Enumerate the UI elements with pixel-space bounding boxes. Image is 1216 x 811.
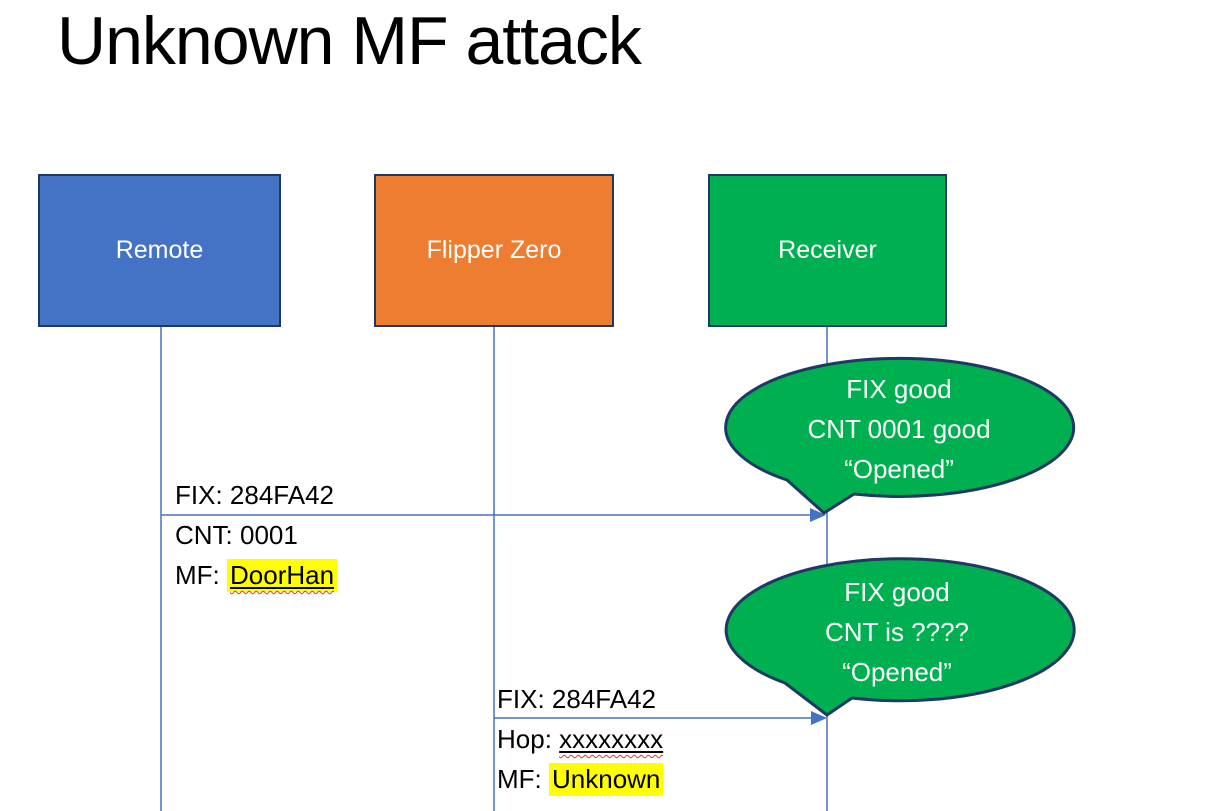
actor-box-flipper-zero: Flipper Zero (374, 174, 614, 327)
message-1-fix-text: FIX: 284FA42 (175, 480, 334, 510)
message-2-hop-row: Hop: xxxxxxxx (497, 719, 663, 759)
callout-2-line-3: “Opened” (842, 657, 952, 687)
callout-2-line-2: CNT is ???? (824, 617, 970, 647)
message-1-mf-value-highlighted: DoorHan (227, 559, 338, 592)
actor-label-flipper-zero: Flipper Zero (426, 236, 562, 264)
message-1-mf-prefix: MF: (175, 560, 227, 590)
message-2-hop-value: xxxxxxxx (559, 724, 664, 754)
actor-box-remote: Remote (38, 174, 281, 327)
actor-box-receiver: Receiver (708, 174, 947, 327)
callout-1-line-2: CNT 0001 good (807, 414, 991, 444)
message-1-fix-row: FIX: 284FA42 (175, 475, 337, 515)
callout-1-line-3: “Opened” (844, 454, 954, 484)
message-2-fix-row: FIX: 284FA42 (497, 679, 663, 719)
message-1-cnt-row: CNT: 0001 (175, 515, 337, 555)
actor-label-remote: Remote (115, 236, 204, 264)
message-2-arrowhead-icon (811, 711, 827, 725)
message-2-mf-value: Unknown (552, 764, 661, 794)
message-2-mf-row: MF: Unknown (497, 759, 664, 799)
message-2-mf-value-highlighted: Unknown (549, 763, 664, 796)
message-1-mf-value: DoorHan (230, 560, 335, 590)
message-2-hop-value-squiggle: xxxxxxxx (559, 724, 663, 754)
message-2-label: FIX: 284FA42 Hop: xxxxxxxx MF: Unknown (497, 679, 664, 799)
callout-2-bubble (724, 557, 1076, 717)
callout-1-line-1: FIX good (846, 374, 952, 404)
callout-2-text: FIX good CNT is ???? “Opened” (755, 572, 1039, 692)
callout-2-line-1: FIX good (844, 577, 950, 607)
message-1-mf-row: MF: DoorHan (175, 555, 338, 595)
callout-1-text: FIX good CNT 0001 good “Opened” (757, 369, 1041, 489)
message-1-cnt-text: CNT: 0001 (175, 520, 298, 550)
message-2-hop-prefix: Hop: (497, 724, 560, 754)
page-title: Unknown MF attack (57, 3, 642, 79)
message-2-mf-prefix: MF: (497, 764, 549, 794)
message-2-fix-text: FIX: 284FA42 (497, 684, 656, 714)
message-1-label: FIX: 284FA42 CNT: 0001 MF: DoorHan (175, 475, 338, 595)
callout-1-bubble (724, 356, 1076, 515)
actor-label-receiver: Receiver (778, 236, 877, 264)
message-1-arrowhead-icon (810, 508, 826, 522)
